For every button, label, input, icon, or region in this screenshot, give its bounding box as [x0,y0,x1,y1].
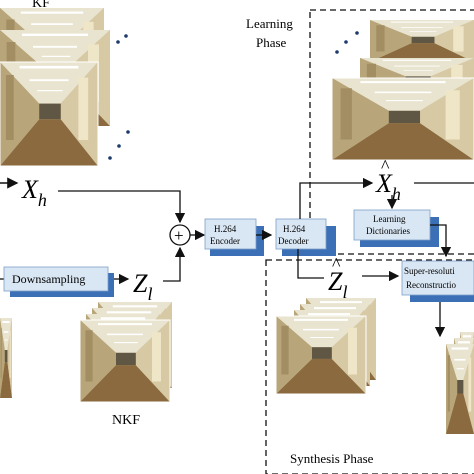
learning-dictionaries-block: Learning Dictionaries [353,209,439,247]
sr-line2: Reconstructio [406,280,456,290]
adder-plus: + [174,226,184,245]
nkf-label: NKF [112,413,140,428]
decoder-block: H.264 Decoder [275,218,336,256]
zl-symbol: Zl [133,269,152,304]
learning-frame-stack [331,20,474,161]
synthesis-frame-stack [275,298,376,395]
kf-frame-stack [0,8,130,167]
decoder-to-zl-hat-line [297,249,324,279]
zl-to-adder-line [163,246,186,282]
encoder-line2: Encoder [210,236,240,246]
learning-phase-region [309,9,474,255]
decoder-line2: Decoder [278,236,308,246]
synthesis-phase-label: Synthesis Phase [290,451,374,466]
nkf-frame-stack [79,302,172,403]
left-edge-photo [0,318,12,398]
zl-hat-symbol: Zl [328,267,347,302]
kf-label: KF [32,0,50,11]
learning-phase-label-line2: Phase [256,35,287,50]
xh-symbol: Xh [21,175,47,210]
decoder-line1: H.264 [283,224,306,234]
encoder-block: H.264 Encoder [204,218,264,256]
super-resolution-block: Super-resoluti Reconstructio [401,260,474,302]
dict-to-sr-line [430,224,452,258]
encoder-line1: H.264 [214,224,237,234]
zl-hat-caret: ^ [332,254,341,274]
sr-line1: Super-resoluti [404,266,455,276]
decoder-to-xh-hat-line [299,177,374,219]
downsampling-label: Downsampling [12,272,85,286]
xh-hat-caret: ^ [381,156,390,176]
dict-line2: Dictionaries [366,226,410,236]
learning-phase-label-line1: Learning [246,16,293,31]
downsampling-block: Downsampling [3,266,114,297]
xh-hat-symbol: Xh [375,169,401,204]
xh-to-adder-line [58,190,186,224]
output-frame-stack [446,332,474,434]
dict-line1: Learning [373,214,406,224]
